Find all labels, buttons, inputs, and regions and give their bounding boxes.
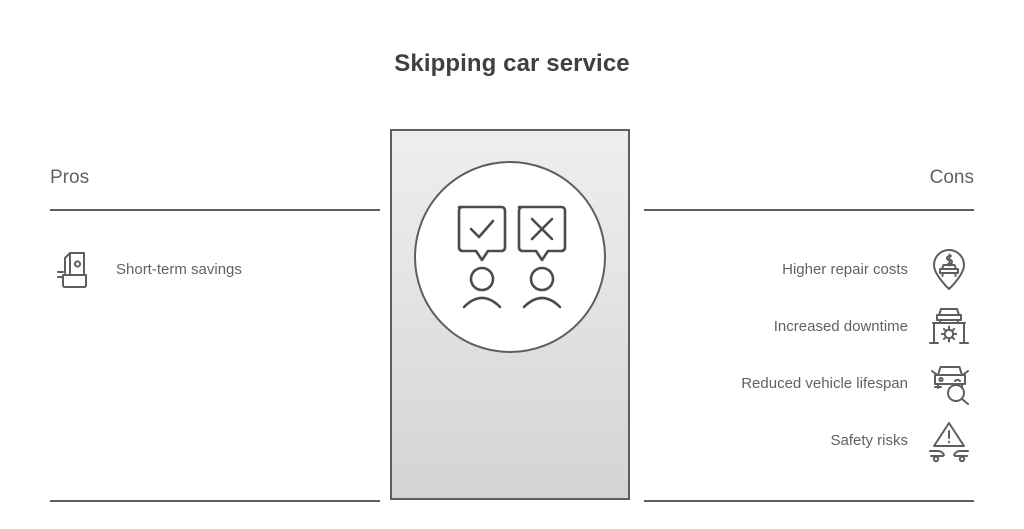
cons-item-reduced-vehicle-lifespan[interactable]: Reduced vehicle lifespan — [741, 357, 974, 409]
pros-column: Pros Short-term savings — [50, 165, 380, 288]
page-title: Skipping car service — [394, 50, 630, 77]
cons-item-label: Increased downtime — [773, 317, 908, 335]
cons-heading: Cons — [929, 167, 974, 188]
car-magnifier-icon — [924, 358, 974, 408]
cons-item-label: Safety risks — [830, 431, 908, 449]
cash-wallet-icon — [50, 244, 100, 294]
cons-divider-bottom — [644, 500, 974, 502]
pros-cons-people-icon — [450, 203, 570, 311]
center-circle — [414, 161, 606, 353]
car-lift-gear-icon — [924, 301, 974, 351]
cons-item-label: Higher repair costs — [782, 260, 908, 278]
pros-divider-top — [50, 209, 380, 211]
car-cost-pin-icon — [924, 244, 974, 294]
pros-item-short-term-savings[interactable]: Short-term savings — [50, 243, 242, 295]
pros-divider-bottom — [50, 500, 380, 502]
pros-heading: Pros — [50, 167, 90, 188]
cons-item-safety-risks[interactable]: Safety risks — [830, 414, 974, 466]
cons-item-label: Reduced vehicle lifespan — [741, 374, 908, 392]
center-panel — [390, 129, 630, 500]
pros-item-label: Short-term savings — [116, 260, 242, 278]
crash-warning-icon — [924, 415, 974, 465]
cons-item-higher-repair-costs[interactable]: Higher repair costs — [782, 243, 974, 295]
cons-column: Cons Higher repair costs Increased downt… — [644, 165, 974, 463]
cons-divider-top — [644, 209, 974, 211]
cons-item-increased-downtime[interactable]: Increased downtime — [774, 300, 974, 352]
